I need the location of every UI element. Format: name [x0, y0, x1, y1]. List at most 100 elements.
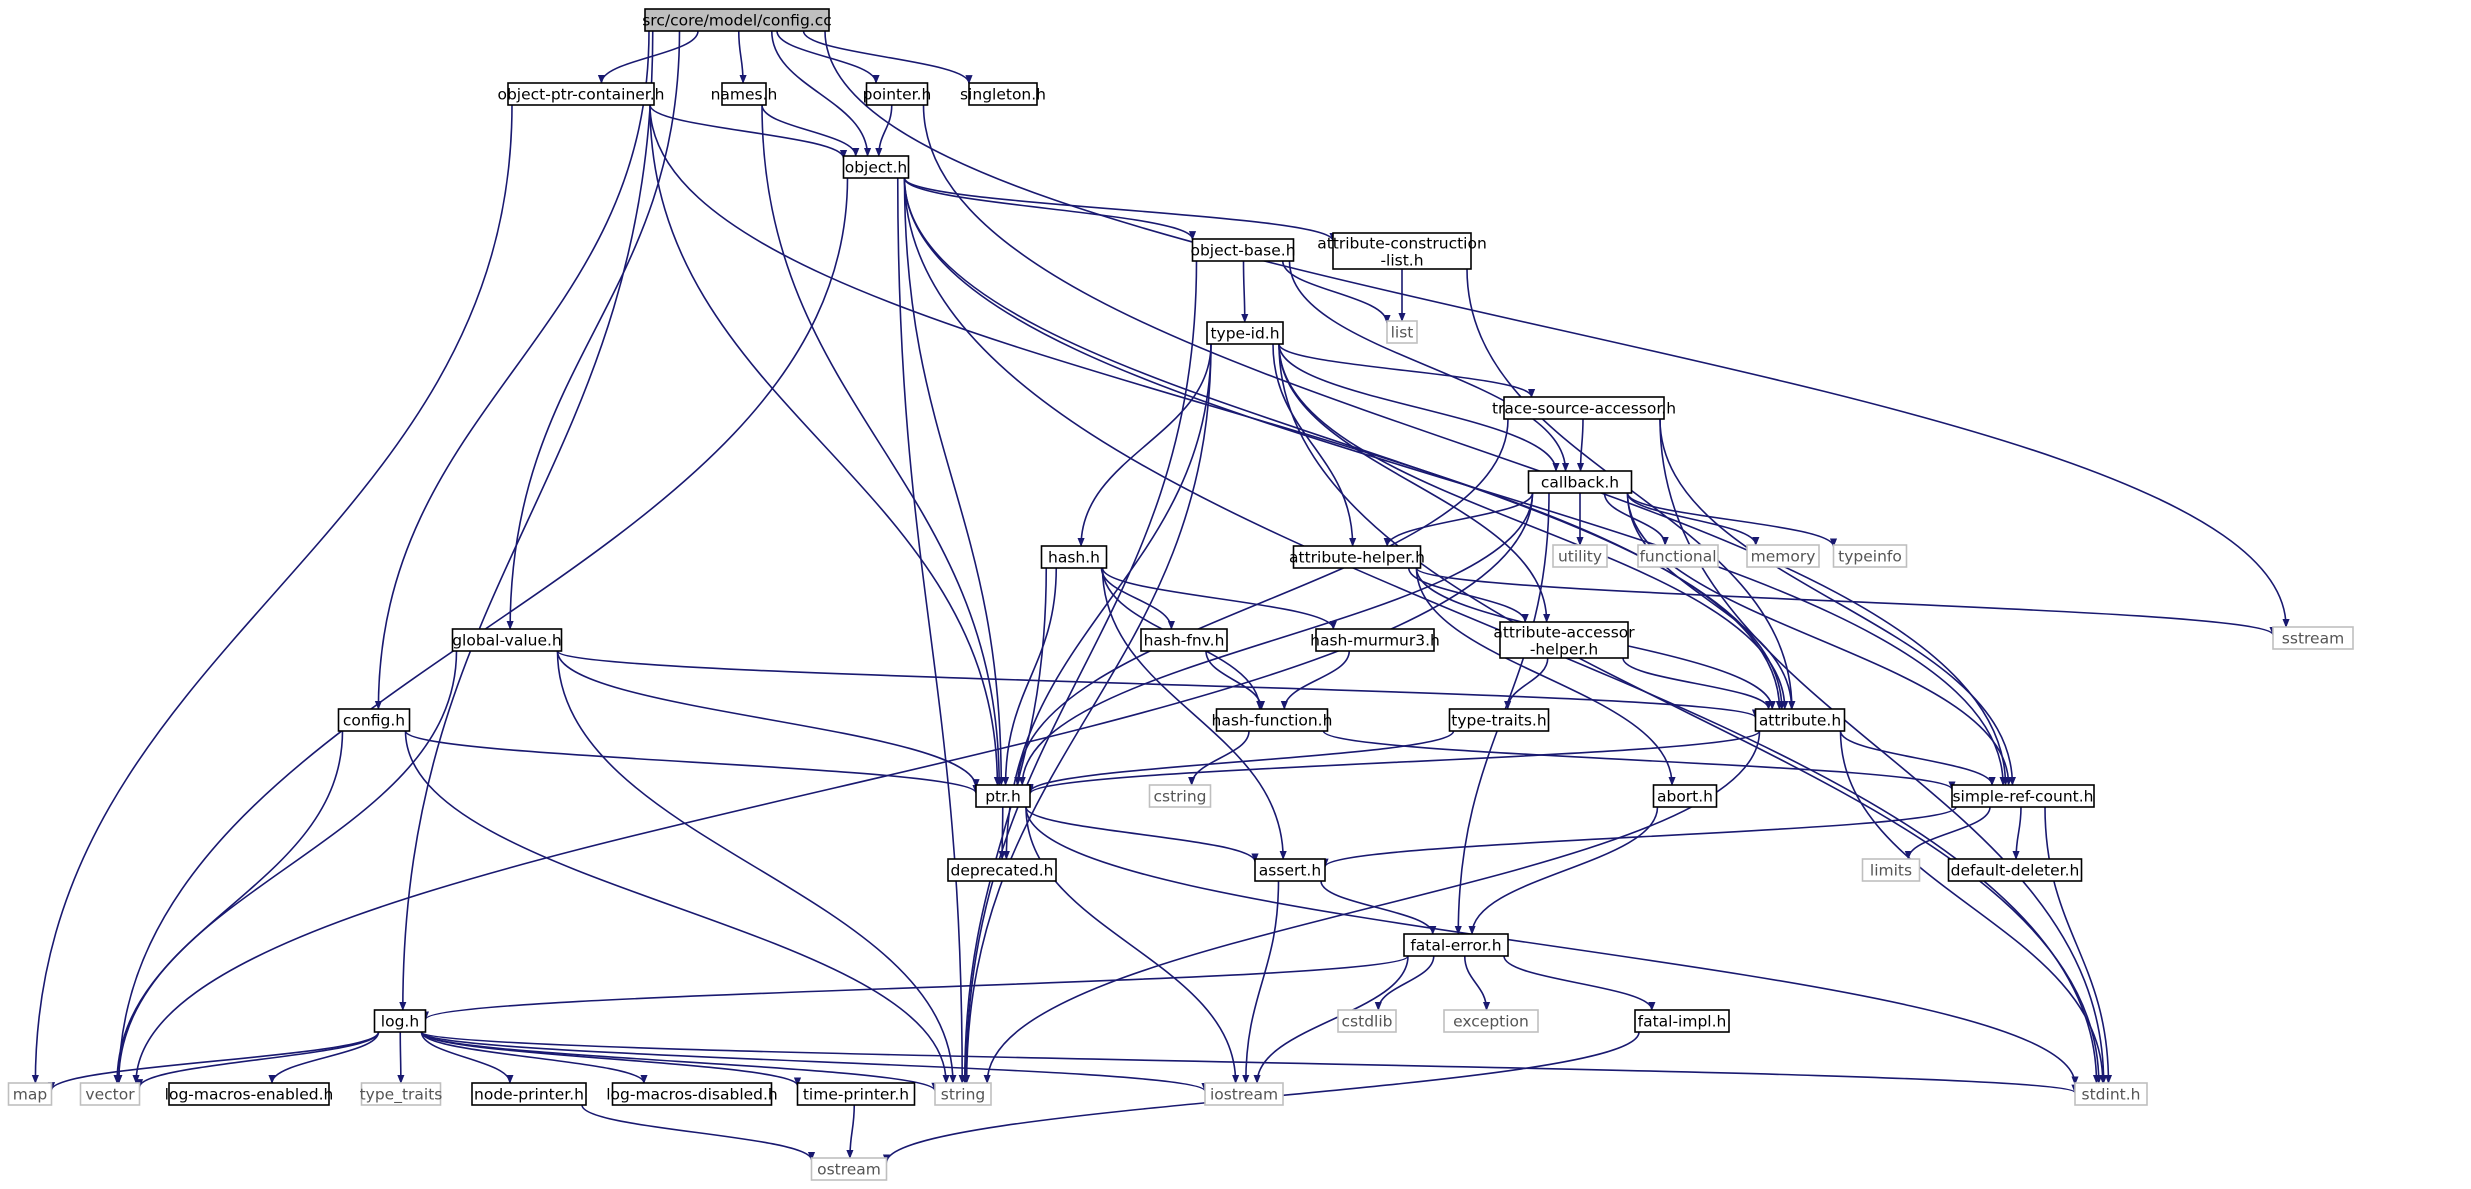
node-ptr[interactable]: ptr.h: [975, 784, 1031, 808]
edge-type-id-to-deprecated: [1002, 343, 1212, 860]
edge-config-h-to-string: [404, 730, 950, 1084]
edge-attr-accessor-to-type-traits-h: [1504, 657, 1549, 710]
edge: [802, 30, 973, 85]
edge: [135, 1031, 380, 1089]
node-type-traits-h[interactable]: type-traits.h: [1448, 708, 1550, 732]
node-label: utility: [1558, 548, 1602, 566]
edge-type-id-to-string: [963, 343, 1212, 1084]
edge: [1018, 492, 1534, 786]
node-label: -helper.h: [1530, 641, 1598, 659]
edge: [1278, 343, 2103, 1084]
node-hash-fnv[interactable]: hash-fnv.h: [1140, 628, 1228, 652]
node-label: ostream: [817, 1161, 881, 1179]
edge-object-to-object-base: [903, 177, 1197, 241]
node-label: callback.h: [1541, 474, 1619, 492]
edge-fatal-error-to-cstdlib: [1374, 955, 1435, 1011]
node-hash-function[interactable]: hash-function.h: [1212, 708, 1333, 732]
edge: [1025, 806, 1259, 863]
node-trace-source[interactable]: trace-source-accessor.h: [1492, 396, 1676, 420]
node-fatal-error[interactable]: fatal-error.h: [1403, 933, 1509, 957]
node-pointer[interactable]: pointer.h: [863, 82, 932, 106]
node-box: [1947, 858, 2083, 882]
node-simple-ref-count[interactable]: simple-ref-count.h: [1951, 784, 2095, 808]
node-time-printer[interactable]: time-printer.h: [796, 1082, 916, 1106]
edge-callback-to-attr-helper: [1383, 492, 1534, 547]
edge: [268, 1031, 380, 1084]
node-label: stdint.h: [2082, 1086, 2141, 1104]
edge-object-base-to-string: [962, 260, 1198, 1084]
node-box: [7, 1082, 53, 1106]
node-deprecated[interactable]: deprecated.h: [947, 858, 1057, 882]
edge-config-cc-to-log: [399, 30, 654, 1011]
edge-config-cc-to-config-h: [374, 30, 650, 710]
node-attr-construction[interactable]: attribute-construction-list.h: [1317, 232, 1487, 270]
edge: [420, 1031, 2079, 1094]
node-box: [1337, 1009, 1397, 1033]
edge: [649, 104, 1001, 786]
edge: [903, 177, 1005, 786]
edge-object-base-to-list: [1281, 260, 1391, 324]
edge: [824, 30, 2290, 628]
edge-config-cc-to-names: [737, 30, 747, 84]
node-global-value[interactable]: global-value.h: [451, 628, 563, 652]
node-box: [947, 858, 1057, 882]
node-hash-murmur3[interactable]: hash-murmur3.h: [1310, 628, 1440, 652]
edge-hash-to-string: [961, 567, 1048, 1084]
node-log-macros-disabled[interactable]: log-macros-disabled.h: [606, 1082, 778, 1106]
node-functional: functional: [1637, 544, 1719, 568]
node-box: [1204, 1082, 1284, 1106]
node-object[interactable]: object.h: [842, 155, 910, 179]
node-cstdlib: cstdlib: [1337, 1009, 1397, 1033]
node-callback[interactable]: callback.h: [1527, 470, 1633, 494]
node-box: [337, 708, 411, 732]
dependency-nodes: src/core/model/config.cc object-ptr-conta…: [7, 8, 2354, 1181]
node-singleton[interactable]: singleton.h: [960, 82, 1046, 106]
edge-config-cc-to-object: [770, 30, 872, 157]
node-type-id[interactable]: type-id.h: [1206, 321, 1284, 345]
node-label: log-macros-enabled.h: [165, 1086, 334, 1104]
edge-config-cc-to-object-ptr-container: [597, 30, 699, 84]
edge: [846, 1104, 856, 1159]
edge-object-to-attr-construction: [903, 177, 1337, 242]
node-node-printer[interactable]: node-printer.h: [471, 1082, 587, 1106]
edge-object-base-to-type-id: [1241, 260, 1249, 323]
edge: [404, 730, 980, 794]
edge-hash-function-to-simple-ref-count: [1322, 730, 1956, 791]
edge: [31, 104, 513, 1084]
node-box: [1332, 232, 1472, 270]
edge: [903, 177, 2007, 786]
edge-log-to-string: [420, 1031, 939, 1092]
edge: [1659, 418, 2016, 786]
edge: [875, 104, 893, 157]
node-default-deleter[interactable]: default-deleter.h: [1947, 858, 2083, 882]
node-attribute[interactable]: attribute.h: [1754, 708, 1846, 732]
edge-hash-function-to-cstring: [1188, 730, 1250, 786]
node-log[interactable]: log.h: [373, 1009, 427, 1033]
node-fatal-impl[interactable]: fatal-impl.h: [1634, 1009, 1730, 1033]
node-label: string: [941, 1086, 986, 1104]
node-names[interactable]: names.h: [711, 82, 778, 106]
node-object-base[interactable]: object-base.h: [1190, 238, 1296, 262]
node-attr-accessor[interactable]: attribute-accessor-helper.h: [1493, 621, 1635, 659]
node-log-macros-enabled[interactable]: log-macros-enabled.h: [165, 1082, 334, 1106]
node-config-h[interactable]: config.h: [337, 708, 411, 732]
node-config-cc[interactable]: src/core/model/config.cc: [642, 8, 832, 32]
node-abort[interactable]: abort.h: [1652, 784, 1718, 808]
node-box: [865, 82, 929, 106]
node-hash[interactable]: hash.h: [1040, 545, 1108, 569]
edge: [420, 1031, 1209, 1092]
node-assert[interactable]: assert.h: [1254, 858, 1326, 882]
node-label: cstring: [1153, 788, 1206, 806]
edge-object-to-ptr: [903, 177, 1005, 786]
node-object-ptr-container[interactable]: object-ptr-container.h: [497, 82, 665, 106]
edge: [2044, 806, 2113, 1084]
edge-config-h-to-ptr: [404, 730, 980, 794]
node-box: [1040, 545, 1108, 569]
edge: [903, 177, 1786, 710]
node-label: hash.h: [1048, 549, 1100, 567]
edge-object-ptr-container-to-object: [649, 104, 848, 159]
edge-abort-to-fatal-error: [1468, 806, 1659, 935]
node-sstream: sstream: [2272, 626, 2354, 650]
node-attr-helper[interactable]: attribute-helper.h: [1289, 545, 1425, 569]
